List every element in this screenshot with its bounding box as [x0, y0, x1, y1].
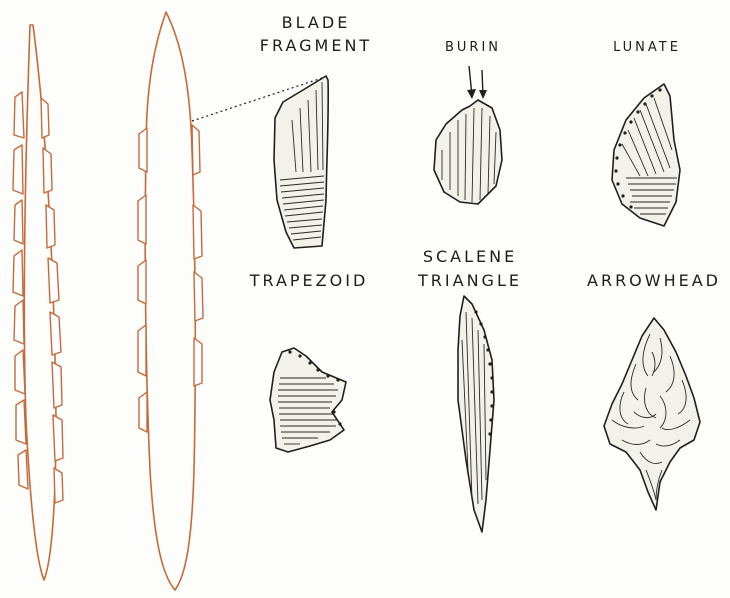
label-scalene-line2: TRIANGLE	[417, 271, 522, 290]
lunate-shape	[612, 84, 680, 226]
label-blade-line2: FRAGMENT	[260, 36, 372, 55]
inset-barbs-right-side	[41, 98, 63, 503]
label-burin: BURIN	[445, 40, 501, 55]
blade-fragment-figure	[274, 76, 328, 248]
label-scalene-line1: SCALENE	[423, 247, 517, 266]
burin-figure	[434, 66, 502, 204]
blade-fragment-shape	[274, 76, 328, 248]
inset-barbs-front-right	[192, 125, 203, 386]
label-blade-line1: BLADE	[282, 13, 351, 32]
label-trapezoid: TRAPEZOID	[249, 271, 369, 290]
lunate-figure	[612, 84, 680, 226]
scalene-triangle-figure	[458, 296, 494, 532]
arrowhead-figure	[604, 318, 700, 510]
hafted-shaft-front	[138, 12, 203, 590]
label-lunate: LUNATE	[613, 40, 681, 55]
arrowhead-shape	[604, 318, 700, 510]
hafted-shaft-side	[13, 25, 63, 580]
trapezoid-shape	[270, 348, 346, 452]
label-arrowhead: ARROWHEAD	[587, 271, 721, 290]
shaft-outline-right	[145, 12, 195, 590]
burin-shape	[434, 100, 502, 204]
burin-arrows-icon	[467, 66, 487, 99]
scalene-triangle-shape	[458, 296, 494, 532]
trapezoid-figure	[270, 348, 346, 452]
